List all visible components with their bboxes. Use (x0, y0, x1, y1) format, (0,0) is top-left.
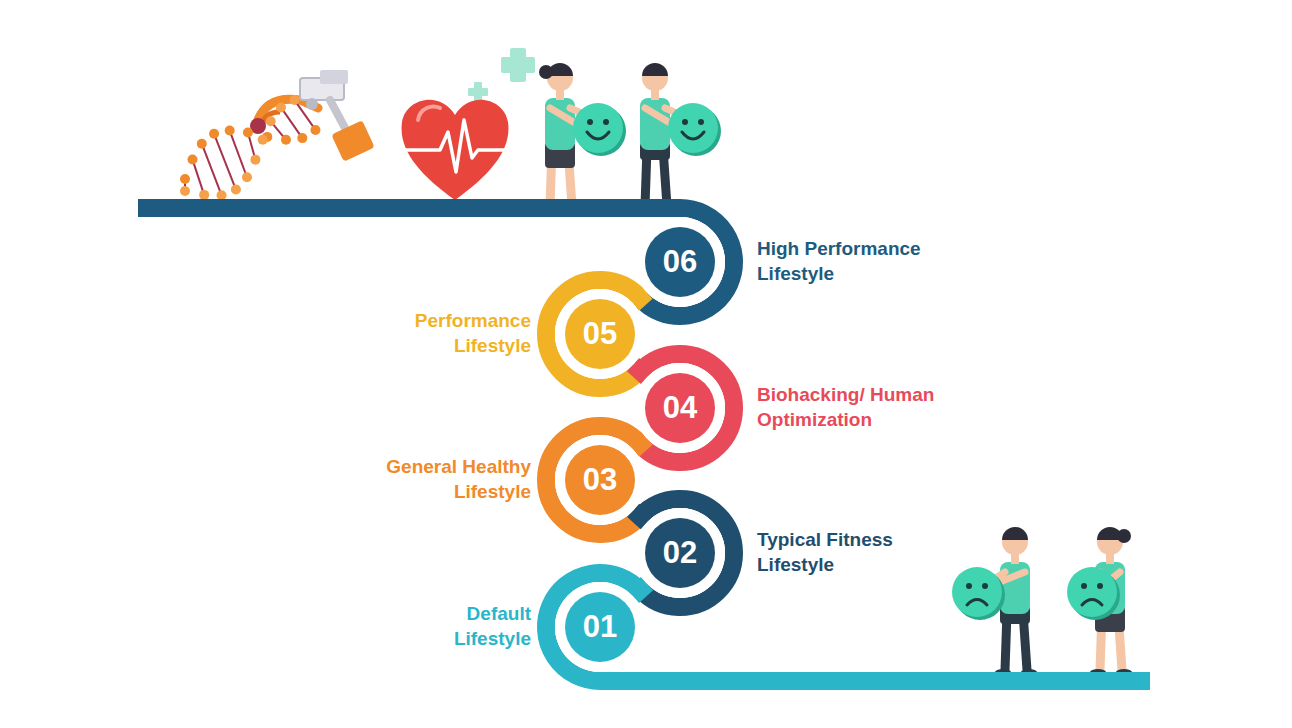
step-label: High Performance Lifestyle (757, 237, 957, 286)
person (635, 63, 721, 211)
step-number: 05 (555, 289, 645, 379)
step-circle: 03General Healthy Lifestyle (555, 435, 645, 525)
band-connector (633, 584, 647, 597)
step-circle: 05Performance Lifestyle (555, 289, 645, 379)
robot-arm (250, 70, 375, 162)
band-connector (633, 365, 647, 378)
step-circle: 02Typical Fitness Lifestyle (635, 508, 725, 598)
step-number: 02 (635, 508, 725, 598)
dna-helix (180, 95, 320, 200)
step-number: 01 (555, 582, 645, 672)
step-label: Performance Lifestyle (381, 309, 531, 358)
step-label: Typical Fitness Lifestyle (757, 528, 947, 577)
step-label: General Healthy Lifestyle (351, 455, 531, 504)
step-label: Default Lifestyle (411, 602, 531, 651)
person (1067, 527, 1132, 675)
step-circle: 01Default Lifestyle (555, 582, 645, 672)
heart-icon (402, 100, 509, 200)
person (952, 527, 1037, 675)
step-number: 04 (635, 363, 725, 453)
step-number: 03 (555, 435, 645, 525)
step-number: 06 (635, 217, 725, 307)
band-connector (633, 510, 647, 522)
step-circle: 04Biohacking/ Human Optimization (635, 363, 725, 453)
person (539, 63, 626, 211)
step-circle: 06High Performance Lifestyle (635, 217, 725, 307)
plus-signs (468, 48, 535, 102)
band-connector (633, 438, 646, 450)
band-connector (633, 292, 646, 304)
step-label: Biohacking/ Human Optimization (757, 383, 987, 432)
